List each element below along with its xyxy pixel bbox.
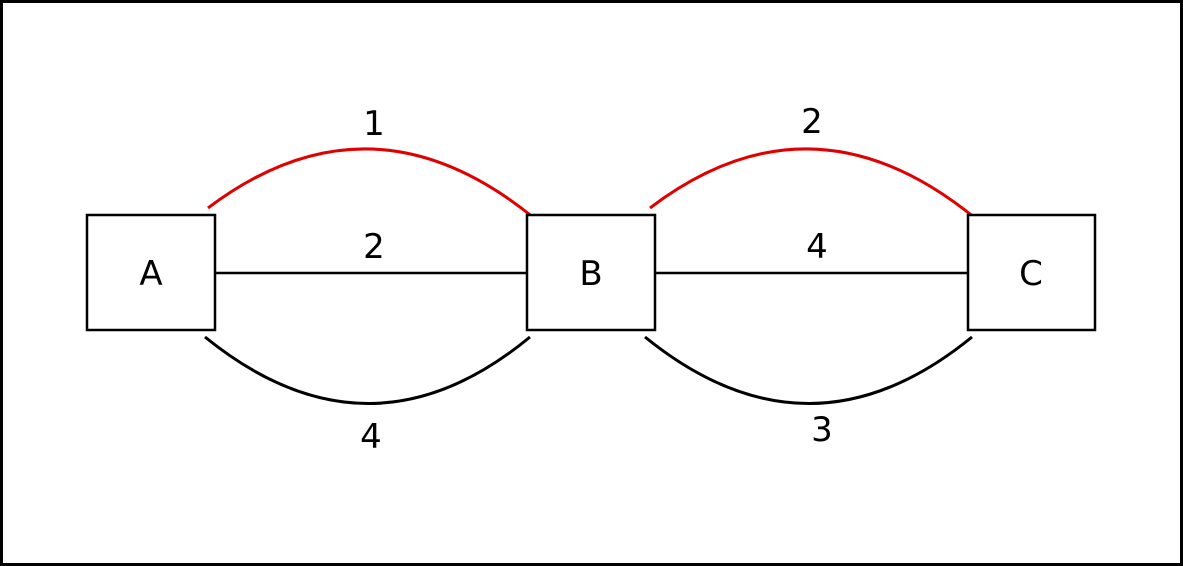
edge-a-b-mid-label: 2 [363, 227, 385, 267]
node-a-label: A [139, 254, 162, 294]
edge-a-b-top [207, 147, 535, 220]
edge-a-b-bottom [204, 335, 531, 405]
node-c-box [966, 213, 1097, 332]
node-a-box [85, 213, 217, 332]
edge-b-c-bottom-label: 3 [811, 410, 833, 450]
edge-b-c-mid-label: 4 [806, 227, 828, 267]
edge-b-c-top-label: 2 [801, 102, 823, 142]
edge-a-b-bottom-label: 4 [360, 417, 382, 457]
node-c-label: C [1019, 254, 1043, 294]
edge-a-b-top-label: 1 [363, 104, 385, 144]
edge-b-c-bottom [644, 335, 973, 405]
edge-b-c-top [649, 147, 976, 220]
node-b-label: B [579, 254, 602, 294]
node-b-box [525, 213, 657, 332]
